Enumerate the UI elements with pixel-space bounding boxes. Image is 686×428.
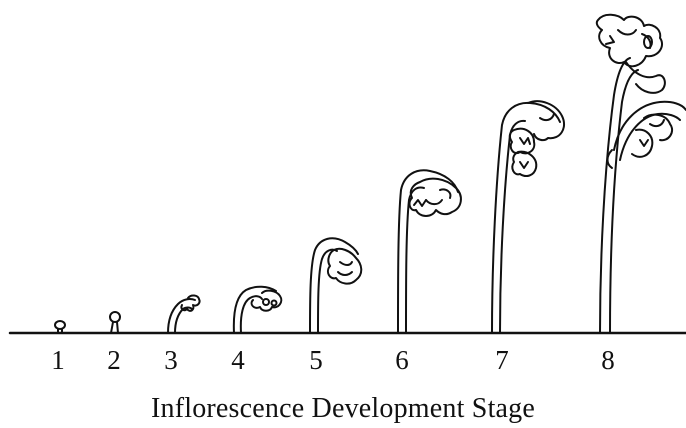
stage-7-shoot-drawing (492, 101, 564, 333)
stage-3-shoot-drawing (168, 295, 200, 333)
stage-label-7: 7 (495, 345, 509, 375)
stage-label-2: 2 (107, 345, 121, 375)
stage-label-4: 4 (231, 345, 245, 375)
stage-label-5: 5 (309, 345, 323, 375)
stage-4-shoot-drawing (234, 287, 281, 333)
stage-label-3: 3 (164, 345, 178, 375)
figure-caption: Inflorescence Development Stage (150, 393, 536, 424)
stage-label-6: 6 (395, 345, 409, 375)
stage-6-shoot-drawing (398, 170, 461, 333)
stage-5-shoot-drawing (310, 238, 361, 333)
stage-1-bud-drawing (55, 321, 65, 333)
stage-label-1: 1 (51, 345, 65, 375)
stage-8-shoot-drawing (597, 15, 686, 333)
stage-label-8: 8 (601, 345, 615, 375)
stage-2-bud-drawing (110, 312, 120, 333)
